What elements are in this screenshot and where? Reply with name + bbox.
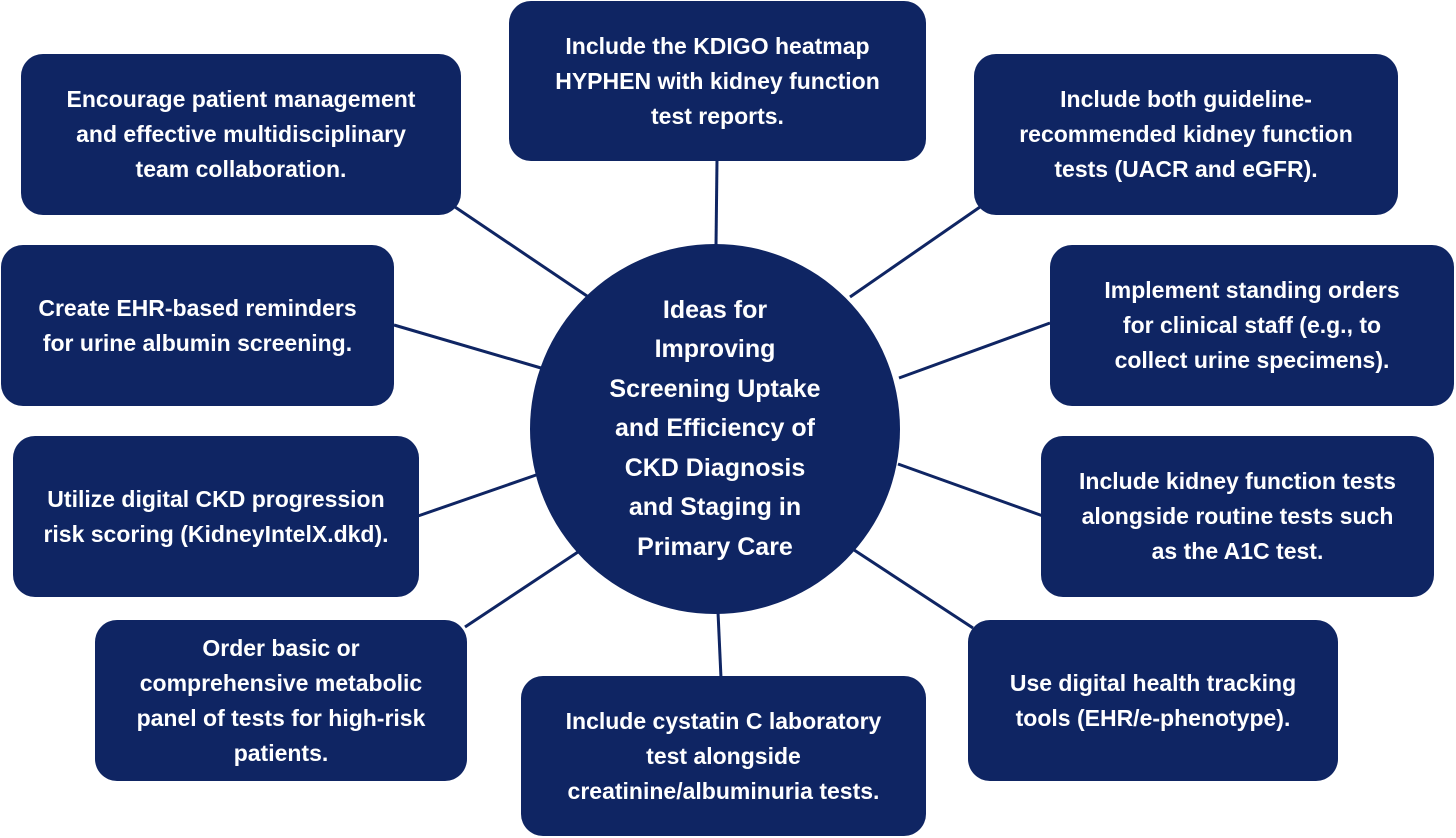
connector-top-right xyxy=(849,205,981,299)
idea-digital-tracking: Use digital health tracking tools (EHR/e… xyxy=(968,620,1338,781)
connector-top-left xyxy=(454,205,588,298)
connector-top xyxy=(714,159,719,247)
idea-cystatin-c: Include cystatin C laboratory test along… xyxy=(521,676,926,836)
idea-label: Utilize digital CKD progression risk sco… xyxy=(43,485,389,547)
connector-left-upper xyxy=(393,323,542,370)
idea-label: Implement standing orders for clinical s… xyxy=(1104,277,1400,373)
connector-bottom xyxy=(716,611,723,679)
connector-bottom-left xyxy=(464,544,588,629)
idea-routine-tests: Include kidney function tests alongside … xyxy=(1041,436,1434,597)
idea-label: Encourage patient management and effecti… xyxy=(66,86,416,182)
idea-label: Create EHR-based reminders for urine alb… xyxy=(38,294,357,356)
idea-label: Include kidney function tests alongside … xyxy=(1079,468,1396,564)
idea-kdigo-heatmap: Include the KDIGO heatmap HYPHEN with ki… xyxy=(509,1,926,161)
connector-bottom-right xyxy=(847,544,974,630)
central-topic-label: Ideas for Improving Screening Uptake and… xyxy=(609,295,821,561)
idea-guideline-tests: Include both guideline- recommended kidn… xyxy=(974,54,1398,215)
idea-risk-scoring: Utilize digital CKD progression risk sco… xyxy=(13,436,419,597)
idea-label: Order basic or comprehensive metabolic p… xyxy=(136,634,426,766)
connector-right-lower xyxy=(897,462,1044,518)
connector-left-lower xyxy=(417,472,540,518)
idea-label: Use digital health tracking tools (EHR/e… xyxy=(1009,669,1297,731)
idea-ehr-reminders: Create EHR-based reminders for urine alb… xyxy=(1,245,394,406)
idea-label: Include cystatin C laboratory test along… xyxy=(565,707,882,804)
idea-standing-orders: Implement standing orders for clinical s… xyxy=(1050,245,1454,406)
central-topic: Ideas for Improving Screening Uptake and… xyxy=(530,244,900,614)
connector-right-upper xyxy=(898,321,1051,380)
idea-label: Include the KDIGO heatmap HYPHEN with ki… xyxy=(555,32,880,129)
idea-metabolic-panel: Order basic or comprehensive metabolic p… xyxy=(95,620,467,781)
idea-label: Include both guideline- recommended kidn… xyxy=(1019,86,1353,182)
idea-team-collaboration: Encourage patient management and effecti… xyxy=(21,54,461,215)
